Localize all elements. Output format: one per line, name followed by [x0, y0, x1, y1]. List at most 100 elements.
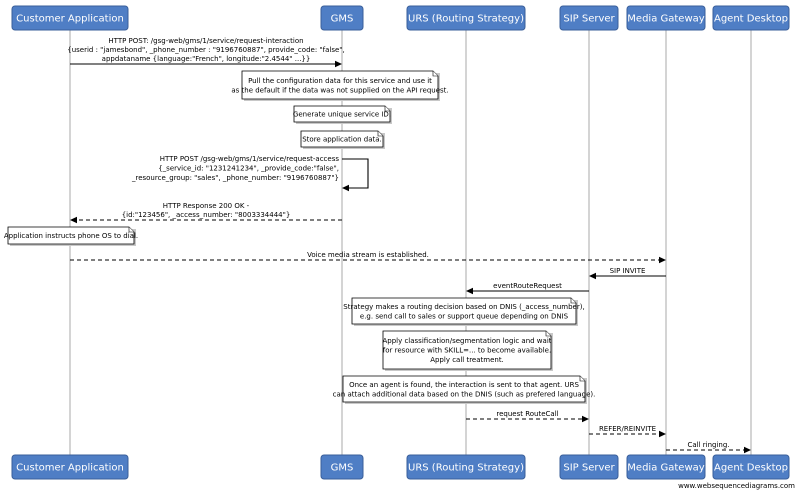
note-fold	[384, 106, 390, 112]
participant-label: SIP Server	[563, 14, 615, 25]
participant-media-bottom: Media Gateway	[626, 454, 706, 480]
note-text-line: Application instructs phone OS to dial.	[4, 232, 138, 240]
participant-box	[626, 5, 706, 31]
message-label-line: Voice media stream is established.	[307, 251, 429, 259]
participant-label: URS (Routing Strategy)	[408, 463, 524, 474]
participant-box	[712, 5, 790, 31]
note-box	[293, 105, 391, 123]
arrow-head	[70, 216, 77, 224]
participant-sip-bottom: SIP Server	[559, 454, 619, 480]
message-arrow: Voice media stream is established.	[70, 251, 666, 264]
message-label-line: Call ringing.	[687, 441, 729, 449]
note: Application instructs phone OS to dial.	[4, 226, 138, 246]
participant-box	[626, 454, 706, 480]
message-arrow: eventRouteRequest	[466, 282, 589, 295]
note-text-line: Pull the configuration data for this ser…	[248, 77, 432, 85]
note-fold	[377, 131, 383, 137]
note-text-line: Generate unique service ID.	[293, 111, 391, 119]
message-label-line: _resource_group: "sales", _phone_number:…	[131, 174, 339, 182]
note-box	[7, 226, 135, 245]
note: Pull the configuration data for this ser…	[231, 70, 449, 101]
participant-box	[320, 454, 364, 480]
participant-box	[406, 5, 526, 31]
message-label-line: {userid : "jamesbond", _phone_number : "…	[67, 46, 344, 54]
note-text-line: e.g. send call to sales or support queue…	[360, 312, 569, 320]
note: Generate unique service ID.	[293, 105, 392, 124]
message-arrow: HTTP Response 200 OK -{id:"123456", _acc…	[70, 202, 342, 224]
watermark-credit: www.websequencediagrams.com	[678, 482, 795, 490]
participant-gms-bottom: GMS	[320, 454, 364, 480]
participant-box	[11, 454, 129, 480]
note-text-line: can attach additional data based on the …	[333, 390, 596, 398]
participant-urs-bottom: URS (Routing Strategy)	[406, 454, 526, 480]
arrow-head	[659, 256, 666, 264]
message-label-line: HTTP POST /gsg-web/gms/1/service/request…	[160, 155, 340, 163]
participant-sip-top: SIP Server	[559, 5, 619, 31]
note-text-line: Apply classification/segmentation logic …	[382, 337, 551, 345]
note-text-line: Strategy makes a routing decision based …	[343, 303, 584, 311]
note-text-line: as the default if the data was not suppl…	[231, 86, 448, 94]
participant-label: SIP Server	[563, 463, 615, 474]
arrow-head	[342, 184, 349, 192]
participant-box	[320, 5, 364, 31]
note: Apply classification/segmentation logic …	[382, 330, 553, 371]
participant-box	[11, 5, 129, 31]
note-fold	[579, 376, 585, 382]
participant-box	[559, 5, 619, 31]
self-message-line	[342, 158, 369, 189]
message-label-line: request RouteCall	[496, 410, 558, 418]
note-box	[342, 375, 586, 403]
participant-label: URS (Routing Strategy)	[408, 14, 524, 25]
participant-box	[406, 454, 526, 480]
arrow-head	[589, 272, 596, 280]
note-text-line: Once an agent is found, the interaction …	[349, 381, 579, 389]
participant-label: GMS	[331, 463, 354, 474]
message-arrow: request RouteCall	[466, 410, 589, 423]
note-box	[351, 297, 577, 325]
participant-label: Media Gateway	[627, 463, 704, 474]
message-label-line: {id:"123456", _access_number: "800333444…	[122, 211, 291, 219]
note-text-line: Apply call treatment.	[430, 356, 504, 364]
arrow-head	[744, 446, 751, 454]
participants-top: Customer Application GMS URS (Routing Stra…	[11, 5, 790, 31]
note-fold	[432, 71, 438, 77]
note: Strategy makes a routing decision based …	[343, 297, 585, 326]
arrow-head	[659, 430, 666, 438]
participant-label: Agent Desktop	[714, 463, 788, 474]
participant-customer-bottom: Customer Application	[11, 454, 129, 480]
participant-gms-top: GMS	[320, 5, 364, 31]
message-label-line: HTTP Response 200 OK -	[163, 202, 250, 210]
diagram-steps: HTTP POST: /gsg-web/gms/1/service/reques…	[4, 37, 751, 454]
message-label-line: SIP INVITE	[610, 267, 646, 275]
participant-agent-bottom: Agent Desktop	[712, 454, 790, 480]
note-box	[241, 70, 439, 100]
participant-label: Media Gateway	[627, 14, 704, 25]
message-label-line: appdataname {language:"French", longitud…	[102, 55, 311, 63]
note-box	[300, 130, 384, 148]
participant-label: Agent Desktop	[714, 14, 788, 25]
message-label-line: {_service_id: "1231241234", _provide_cod…	[158, 165, 339, 173]
message-arrow: Call ringing.	[666, 441, 751, 454]
note-fold	[570, 298, 576, 304]
participant-label: Customer Application	[16, 463, 124, 474]
message-label-line: REFER/REINVITE	[599, 425, 656, 433]
note: Once an agent is found, the interaction …	[333, 375, 596, 404]
arrow-head	[466, 287, 473, 295]
note-text-line: for resource with SKILL=... to become av…	[383, 347, 551, 355]
participant-agent-top: Agent Desktop	[712, 5, 790, 31]
participant-customer-top: Customer Application	[11, 5, 129, 31]
participants-bottom: Customer Application GMS URS (Routing Stra…	[11, 454, 790, 480]
note: Store application data.	[300, 130, 385, 149]
self-message-arrow: HTTP POST /gsg-web/gms/1/service/request…	[131, 155, 369, 192]
participant-label: Customer Application	[16, 14, 124, 25]
note-fold	[128, 227, 134, 233]
note-box	[382, 330, 552, 370]
note-fold	[545, 331, 551, 337]
arrow-head	[335, 60, 342, 68]
participant-box	[559, 454, 619, 480]
message-arrow: HTTP POST: /gsg-web/gms/1/service/reques…	[67, 37, 345, 68]
message-arrow: REFER/REINVITE	[589, 425, 666, 438]
message-arrow: SIP INVITE	[589, 267, 666, 280]
participant-media-top: Media Gateway	[626, 5, 706, 31]
